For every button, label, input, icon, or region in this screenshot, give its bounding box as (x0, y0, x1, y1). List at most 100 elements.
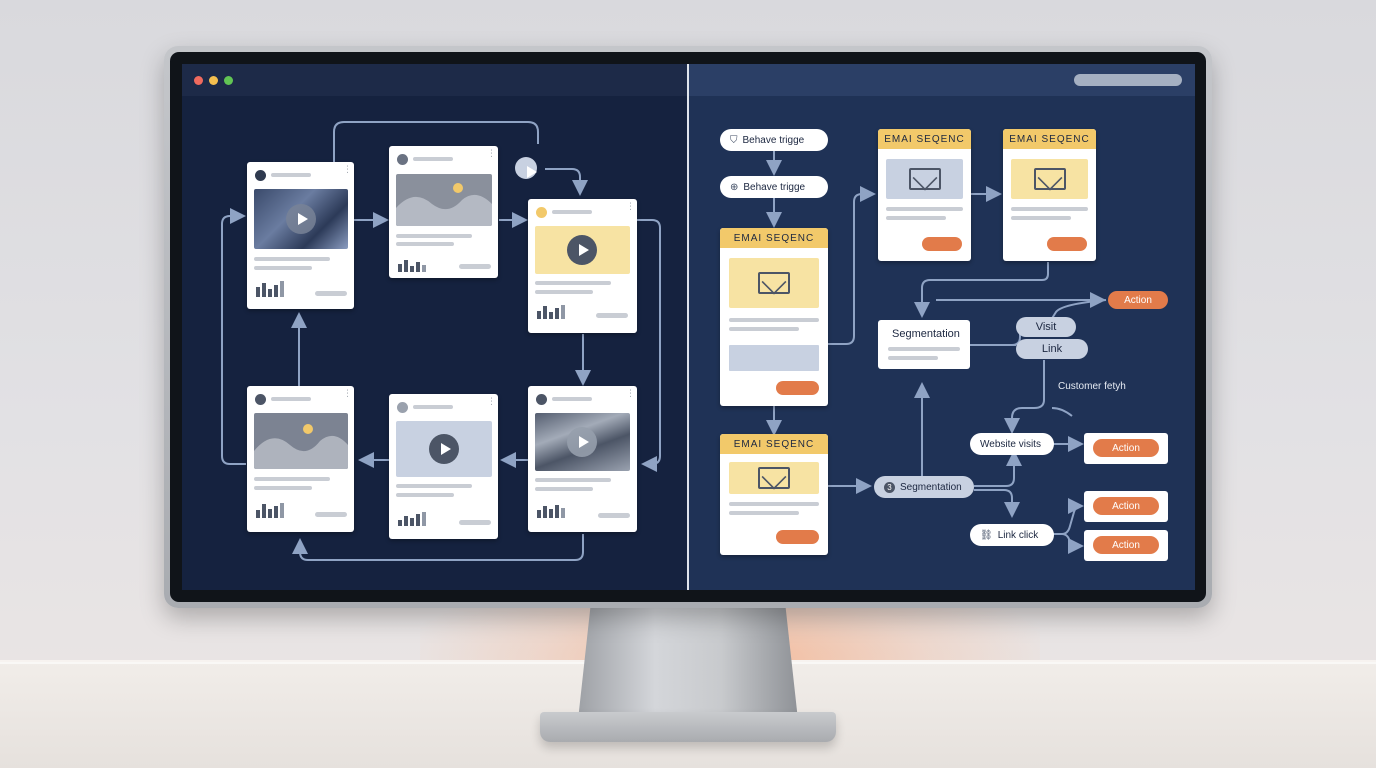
trigger-label: Behave trigge (743, 181, 806, 193)
action-button[interactable]: Action (1093, 536, 1159, 554)
action-card[interactable]: Action (1084, 530, 1168, 561)
play-node-icon[interactable] (515, 157, 537, 179)
bar-chart-icon (256, 281, 284, 297)
email-cta-button[interactable] (922, 237, 962, 251)
segment-badge: 3 (884, 481, 895, 493)
email-text-line (729, 327, 799, 331)
content-card[interactable]: ⋮ (528, 386, 637, 532)
minimize-window-button[interactable] (209, 76, 218, 85)
card-text-line (254, 477, 330, 481)
card-text-line (535, 281, 611, 285)
segmentation-text-line (888, 347, 960, 351)
website-visits-node[interactable]: Website visits (970, 433, 1054, 455)
segmentation-node[interactable]: Segmentation (878, 320, 970, 369)
card-text-line (535, 487, 593, 491)
play-icon[interactable] (567, 235, 597, 265)
segmentation-title: Segmentation (892, 328, 960, 340)
image-thumbnail[interactable] (396, 174, 492, 226)
card-title-line (413, 157, 453, 161)
email-preview (1011, 159, 1088, 199)
email-sequence-card[interactable]: EMAI SEQENC (720, 228, 828, 406)
more-options-icon[interactable]: ⋮ (626, 202, 635, 212)
email-cta-button[interactable] (776, 381, 819, 395)
more-options-icon[interactable]: ⋮ (487, 397, 496, 407)
video-thumbnail[interactable] (254, 189, 348, 249)
card-text-line (396, 234, 472, 238)
monitor-stand-base (540, 712, 836, 742)
avatar (397, 402, 408, 413)
more-options-icon[interactable]: ⋮ (343, 389, 352, 399)
content-card[interactable]: ⋮ (247, 386, 354, 532)
screen: ⋮ ⋮ ⋮ ⋮ (182, 64, 1195, 590)
play-icon[interactable] (429, 434, 459, 464)
email-preview (729, 462, 819, 494)
mountain-icon (254, 424, 348, 469)
content-card[interactable]: ⋮ (389, 394, 498, 539)
email-cta-button[interactable] (1047, 237, 1087, 251)
more-options-icon[interactable]: ⋮ (343, 165, 352, 175)
card-action-pill[interactable] (315, 512, 347, 517)
card-action-pill[interactable] (315, 291, 347, 296)
content-card[interactable]: ⋮ (528, 199, 637, 333)
link-click-node[interactable]: ⛓ Link click (970, 524, 1054, 546)
action-button[interactable]: Action (1093, 497, 1159, 515)
link-click-label: Link click (997, 529, 1039, 541)
email-text-line (1011, 216, 1071, 220)
close-window-button[interactable] (194, 76, 203, 85)
envelope-icon (1034, 168, 1066, 190)
bar-chart-icon (537, 502, 565, 518)
content-card[interactable]: ⋮ (247, 162, 354, 309)
website-visits-label: Website visits (980, 438, 1041, 450)
search-bar[interactable] (1074, 74, 1182, 86)
visit-chip[interactable]: Visit (1016, 317, 1076, 337)
mountain-icon (396, 183, 492, 226)
email-sequence-card[interactable]: EMAI SEQENC (878, 129, 971, 261)
link-icon: ⛓ (980, 529, 993, 541)
play-icon[interactable] (286, 204, 316, 234)
card-title-line (413, 405, 453, 409)
globe-icon: ⊕ (730, 181, 739, 193)
avatar (536, 207, 547, 218)
card-action-pill[interactable] (459, 264, 491, 269)
behavior-trigger-node[interactable]: ⊕ Behave trigge (720, 176, 828, 198)
video-thumbnail[interactable] (396, 421, 492, 477)
play-icon[interactable] (567, 427, 597, 457)
card-text-line (535, 290, 593, 294)
email-sequence-card[interactable]: EMAI SEQENC (1003, 129, 1096, 261)
image-thumbnail[interactable] (254, 413, 348, 469)
panel-divider[interactable] (687, 64, 689, 590)
email-sequence-card[interactable]: EMAI SEQENC (720, 434, 828, 555)
action-button[interactable]: Action (1093, 439, 1159, 457)
card-action-pill[interactable] (459, 520, 491, 525)
avatar (397, 154, 408, 165)
more-options-icon[interactable]: ⋮ (626, 389, 635, 399)
email-text-line (729, 318, 819, 322)
bar-chart-icon (256, 502, 284, 518)
content-card[interactable]: ⋮ (389, 146, 498, 278)
segmentation-pill[interactable]: 3 Segmentation (874, 476, 974, 498)
card-text-line (396, 484, 472, 488)
card-text-line (254, 266, 312, 270)
email-text-line (1011, 207, 1088, 211)
email-text-line (886, 207, 963, 211)
card-action-pill[interactable] (598, 513, 630, 518)
email-block (729, 345, 819, 371)
card-text-line (396, 493, 454, 497)
card-title-line (271, 397, 311, 401)
maximize-window-button[interactable] (224, 76, 233, 85)
envelope-icon (758, 272, 790, 294)
action-button[interactable]: Action (1108, 291, 1168, 309)
window-titlebar (182, 64, 687, 96)
more-options-icon[interactable]: ⋮ (487, 149, 496, 159)
video-thumbnail[interactable] (535, 226, 630, 274)
bar-chart-icon (398, 256, 426, 272)
video-thumbnail[interactable] (535, 413, 630, 471)
action-card[interactable]: Action (1084, 491, 1168, 522)
email-cta-button[interactable] (776, 530, 819, 544)
card-action-pill[interactable] (596, 313, 628, 318)
card-title-line (552, 210, 592, 214)
action-card[interactable]: Action (1084, 433, 1168, 464)
link-chip[interactable]: Link (1016, 339, 1088, 359)
email-text-line (886, 216, 946, 220)
behavior-trigger-node[interactable]: ⛉ Behave trigge (720, 129, 828, 151)
